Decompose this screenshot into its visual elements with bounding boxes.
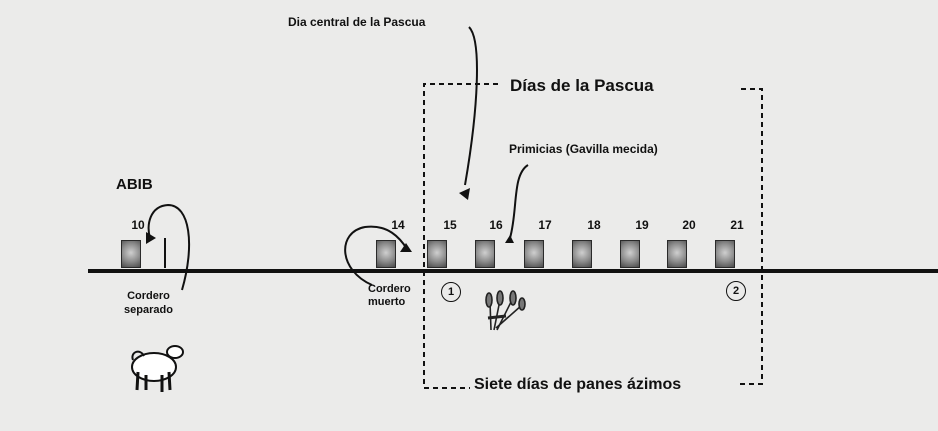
lamb-killed-label-line1: Cordero (368, 283, 411, 295)
day-number-21: 21 (730, 218, 744, 232)
lamb-killed-label-line2: muerto (368, 296, 406, 308)
pascua-dashed-box (423, 83, 763, 389)
day-block-17 (524, 240, 544, 268)
selected-arrow (147, 203, 191, 291)
selected-arrowhead (146, 232, 156, 244)
unleavened-bread-label: Siete días de panes ázimos (474, 376, 682, 393)
marker-1: 1 (441, 282, 461, 302)
day-block-15 (427, 240, 447, 268)
killed-arrowhead (400, 243, 412, 252)
central-day-arrow (464, 26, 478, 186)
primicias-arrow (509, 164, 529, 239)
pascua-box-title: Días de la Pascua (510, 76, 654, 95)
day-block-20 (667, 240, 687, 268)
lamb-selected-label-line1: Cordero (127, 290, 170, 302)
day-block-10 (121, 240, 141, 268)
day-number-18: 18 (587, 218, 601, 232)
lamb-killed-label: Cordero muerto (368, 283, 411, 309)
day-number-20: 20 (682, 218, 696, 232)
lamb-icon (131, 345, 184, 392)
day-block-21 (715, 240, 735, 268)
day-number-10: 10 (131, 218, 145, 232)
day-number-17: 17 (538, 218, 552, 232)
month-label: ABIB (116, 176, 153, 193)
day-number-19: 19 (635, 218, 649, 232)
day-number-15: 15 (443, 218, 457, 232)
day-block-16 (475, 240, 495, 268)
day-number-16: 16 (489, 218, 503, 232)
day-block-19 (620, 240, 640, 268)
primicias-label: Primicias (Gavilla mecida) (509, 142, 658, 156)
central-day-arrowhead (459, 188, 470, 200)
day-block-14 (376, 240, 396, 268)
marker-2: 2 (726, 281, 746, 301)
wheat-sheaf-icon (485, 290, 526, 331)
primicias-arrowhead (505, 235, 514, 243)
killed-arrow (344, 225, 408, 286)
day-block-18 (572, 240, 592, 268)
lamb-selected-label-line2: separado (124, 304, 173, 316)
lamb-selected-label: Cordero separado (124, 289, 173, 317)
day-number-14: 14 (391, 218, 405, 232)
central-day-label: Dia central de la Pascua (288, 15, 426, 29)
